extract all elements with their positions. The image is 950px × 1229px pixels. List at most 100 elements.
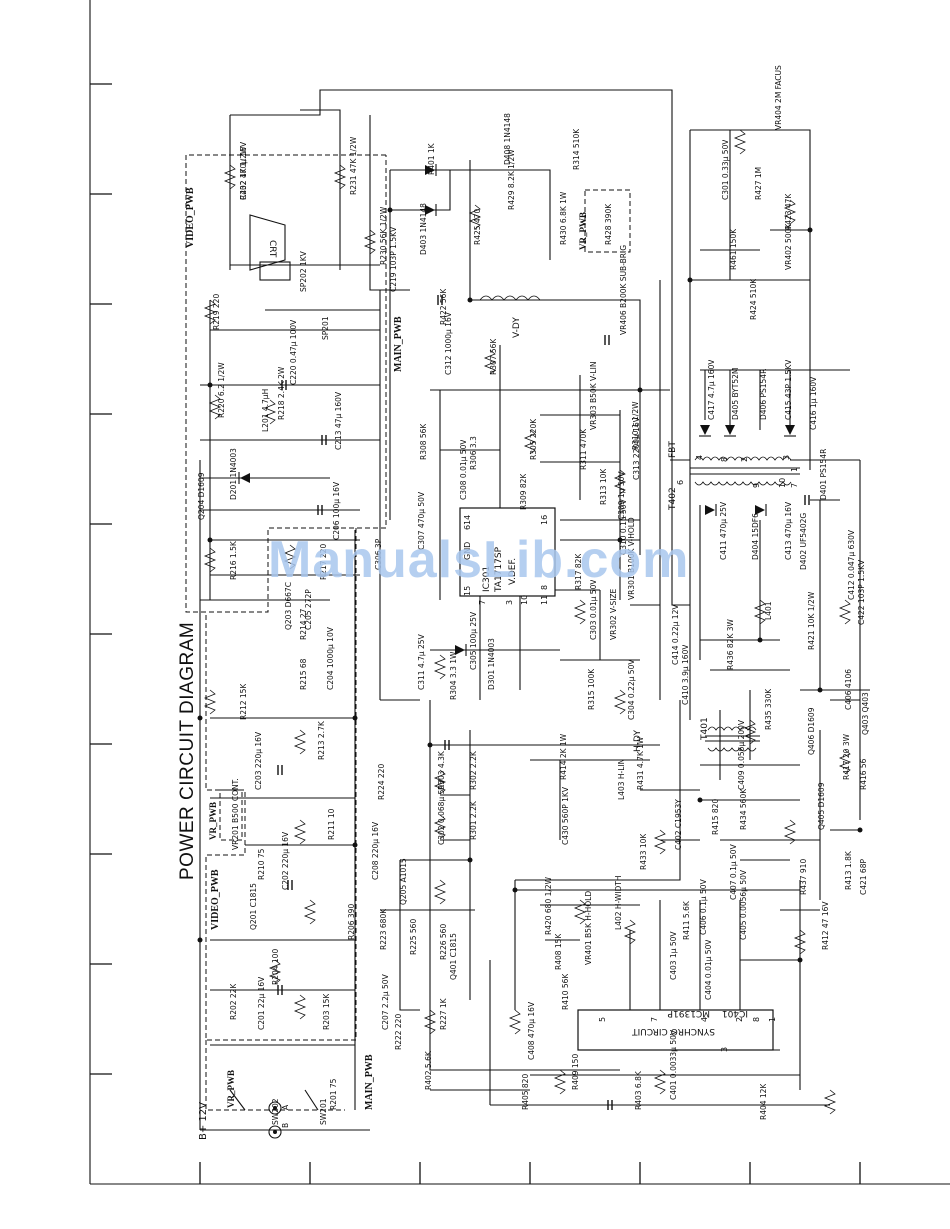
pin-number: 5 xyxy=(598,1016,607,1022)
component-label: R311 470K xyxy=(580,428,588,470)
section-main-bottom: MAIN_PWB xyxy=(364,1054,375,1110)
component-label: R404 12K xyxy=(760,1083,768,1120)
component-label: C417 4.7µ 160V xyxy=(708,359,716,420)
component-label: C415 43P 1.5KV xyxy=(785,359,793,420)
pin-number: 9 xyxy=(752,482,761,488)
component-label: R203 15K xyxy=(323,993,331,1030)
pin-number: 10 xyxy=(778,477,787,488)
component-label: C422 103P 1.5KV xyxy=(858,559,866,625)
section-vr-top: VR_PWB xyxy=(578,212,588,250)
component-label: R224 220 xyxy=(378,763,386,800)
pin-number: 1 xyxy=(790,466,799,472)
component-label: C301 0.33µ 50V xyxy=(722,139,730,200)
component-label: C413 470µ 16V xyxy=(785,501,793,560)
section-video-bottom: VIDEO_PWB xyxy=(210,869,221,930)
ic301-block xyxy=(459,507,556,597)
component-label: Q405 D1609 xyxy=(818,782,826,830)
switch-group xyxy=(229,1089,319,1139)
component-label: R223 680K xyxy=(380,908,388,950)
section-video-top: VIDEO_PWB xyxy=(185,187,196,248)
component-label: C416 1µ 160V xyxy=(810,376,818,430)
component-label: R461 150K xyxy=(730,228,738,270)
component-label: C404 0.01µ 50V xyxy=(705,939,713,1000)
component-label: C402 C1953Y xyxy=(675,799,683,850)
component-label: R202 22K xyxy=(230,983,238,1020)
component-label: Q205 A1015 xyxy=(400,858,408,905)
component-label: R424 510K xyxy=(750,278,758,320)
component-label: R410 56K xyxy=(562,973,570,1010)
component-label: C402 470µ 16V xyxy=(240,141,248,200)
component-label: C408 470µ 16V xyxy=(528,1001,536,1060)
component-label: C414 0.22µ 12V xyxy=(672,604,680,665)
component-label: R219 220 xyxy=(213,293,221,330)
component-label: R305 220K xyxy=(530,418,538,460)
component-label: R425 470 xyxy=(474,208,482,245)
component-label: C406 4106 xyxy=(845,668,853,710)
component-label: R434 560K xyxy=(740,788,748,830)
component-label: C302 0.068µ 50V xyxy=(438,779,446,845)
supply-label: B+ 12V xyxy=(198,1102,209,1140)
component-label: C201 22µ 16V xyxy=(258,976,266,1030)
component-label: D404 15DF6 xyxy=(752,513,760,560)
wiring xyxy=(199,89,870,1131)
component-label: C421 68P xyxy=(860,858,868,895)
component-label: VR404 2M FACUS xyxy=(775,65,783,130)
pin-number: 7 xyxy=(790,482,799,488)
pin-number: 14 xyxy=(463,514,472,525)
component-label: R213 2.7K xyxy=(318,721,326,760)
pin-number: 7 xyxy=(650,1016,659,1022)
component-label: R304 3.3 1W xyxy=(450,651,458,700)
component-label: C205 272P xyxy=(305,589,313,630)
component-label: R225 560 xyxy=(410,918,418,955)
component-label: R401 1K xyxy=(428,143,436,175)
component-label: C219 103P 1.5KV xyxy=(390,226,398,292)
component-label: R226 560 xyxy=(440,923,448,960)
component-label: C411 470µ 25V xyxy=(720,501,728,560)
component-label: R405 820 xyxy=(522,1073,530,1110)
component-label: VR402 500K xyxy=(785,223,793,270)
crt-symbol: CRT xyxy=(249,214,291,281)
component-label: Q201 C1815 xyxy=(250,883,258,930)
component-label: D405 BYT52M xyxy=(732,367,740,420)
component-label: L401 xyxy=(765,601,773,621)
component-label: C207 2.2µ 50V xyxy=(382,974,390,1030)
pin-number: 3 xyxy=(720,1046,729,1052)
component-label: C204 1000µ 10V xyxy=(327,627,335,690)
component-label: C407 0.1µ 50V xyxy=(730,844,738,900)
component-label: R220 6.2 1/2W xyxy=(218,362,226,418)
component-label: C401 0.0033µ 50V xyxy=(670,1029,678,1100)
component-label: R306 3.3 xyxy=(470,436,478,470)
component-label: Q204 D1609 xyxy=(198,472,206,520)
component-label: R436 82K 3W xyxy=(727,619,735,670)
component-label: VR201 B500 CONT. xyxy=(232,778,240,850)
component-label: VR302 V-SIZE xyxy=(610,588,618,640)
component-label: C405 0.0056µ 50V xyxy=(740,869,748,940)
t402-label: T402 xyxy=(668,487,678,510)
component-label: VR303 B50K V-LIN xyxy=(590,361,598,430)
section-vr-left: VR_PWB xyxy=(208,802,218,840)
component-label: R313 10K xyxy=(600,468,608,505)
component-label: R216 1.5K xyxy=(230,541,238,580)
component-label: SW201 xyxy=(320,1098,328,1126)
component-label: R215 68 xyxy=(300,658,308,690)
t401-transformer xyxy=(705,726,760,752)
component-label: R421 10K 1/2W xyxy=(808,591,816,650)
component-label: C305 100µ 25V xyxy=(470,611,478,670)
pin-number: 4 xyxy=(700,1016,709,1022)
vdy-label: V-DY xyxy=(512,317,522,338)
pin-number: 3 xyxy=(505,599,514,605)
pin-number: 2 xyxy=(735,1016,744,1022)
component-label: C409 0.056µ 200V xyxy=(738,719,746,790)
component-label: B xyxy=(282,1123,290,1128)
component-label: D201 1N4003 xyxy=(230,448,238,500)
component-label: C410 3.9µ 160V xyxy=(682,644,690,705)
component-label: C208 220µ 16V xyxy=(372,821,380,880)
vdy-coil xyxy=(479,295,541,301)
component-label: R430 6.8K 1W xyxy=(560,191,568,245)
component-label: C202 220µ 16V xyxy=(282,831,290,890)
component-label: R308 56K xyxy=(420,423,428,460)
component-label: SP202 1KV xyxy=(300,251,308,292)
fbt-label: FBT xyxy=(668,441,678,458)
component-label: R416 56 xyxy=(860,758,868,790)
